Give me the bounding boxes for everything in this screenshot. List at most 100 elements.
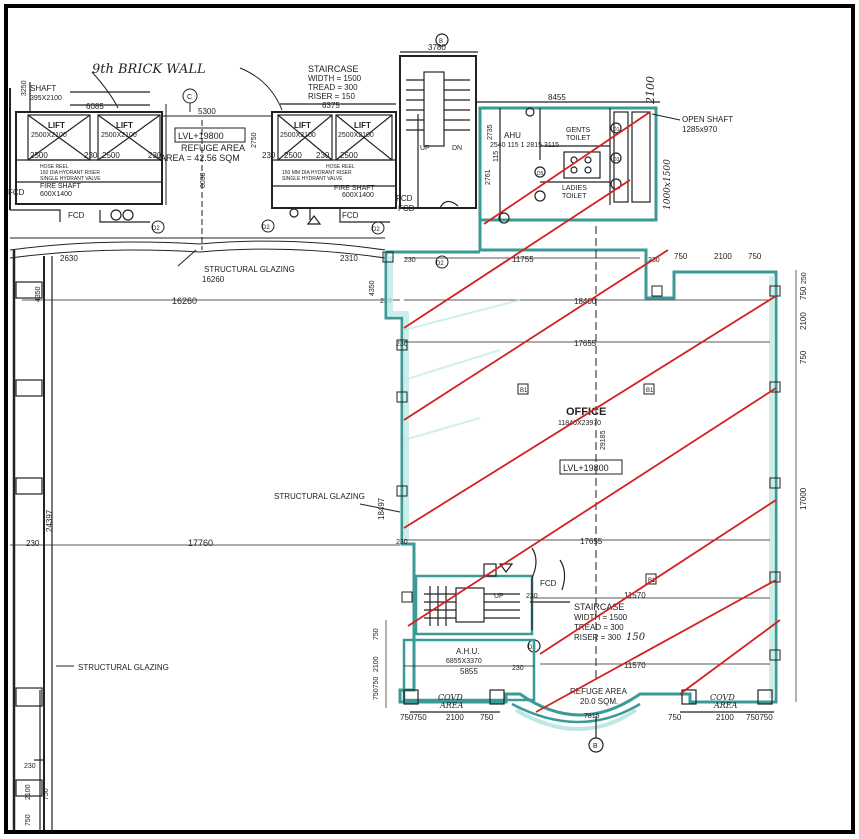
dim-17000: 17000 (799, 487, 808, 510)
dim-16260-a: 16260 (202, 275, 225, 284)
fire-shaft-label: FIRE SHAFT (40, 183, 82, 190)
dim-5855: 5855 (460, 667, 478, 676)
shaft-size: 395X2100 (30, 95, 62, 102)
dim-left-750-c: 750 (373, 628, 380, 640)
dim-230-h: 230 (648, 257, 660, 264)
dim-2750: 2750 (251, 132, 258, 148)
core-dims: 2540 115 1 2815 3115 (490, 142, 559, 149)
stair-bottom-title: STAIRCASE (574, 602, 624, 612)
dim-2310: 2310 (340, 254, 358, 263)
dim-11570-a: 11570 (624, 591, 646, 600)
dim-230-c: 230 (316, 151, 330, 160)
refuge-top-title: REFUGE AREA (181, 143, 245, 153)
dim-2761: 2761 (485, 169, 492, 185)
dim-2630: 2630 (60, 254, 78, 263)
grid-b-top: B (439, 39, 443, 45)
dim-left-750-b: 750 (25, 814, 32, 826)
ahu-bottom-title: A.H.U. (456, 647, 480, 656)
handnote-size: 1000x1500 (663, 159, 673, 210)
covd-right-1: COVD (710, 693, 735, 702)
lift-block-mid (271, 103, 419, 225)
refuge-top-level: LVL+19800 (178, 131, 224, 141)
dim-2500-c: 2500 (284, 151, 302, 160)
dim-8455: 8455 (548, 93, 566, 102)
lift-2-label: LIFT (116, 121, 133, 130)
refuge-bottom-area: 20.0 SQM. (580, 697, 618, 706)
page-border (4, 4, 855, 834)
dim-230-d: 230 (262, 151, 276, 160)
fcd-label-4: FCD (342, 211, 359, 220)
lift-3-size: 2500X2100 (280, 132, 316, 139)
dim-left-750750: 750750 (373, 677, 380, 700)
refuge-top-lines (162, 88, 272, 250)
riser-note: 150 DIA HYDRANT RISER (40, 170, 100, 176)
ahu-bottom-size: 6855X3370 (446, 658, 482, 665)
dim-2500-a: 2500 (30, 151, 48, 160)
door-tag-d2-b: D2 (372, 227, 380, 233)
dim-2735: 2735 (487, 124, 494, 140)
handnote-brick-wall: 9th BRICK WALL (92, 62, 206, 77)
glazing-mid-label: STRUCTURAL GLAZING (274, 492, 365, 501)
demolition-hatch (403, 111, 781, 713)
fire-shaft-label-2: FIRE SHAFT (334, 185, 376, 192)
handnote-2100: 2100 (644, 76, 657, 105)
dim-230-f: 230 (26, 539, 40, 548)
stair-top-riser: RISER = 150 (308, 92, 355, 101)
core-right (476, 101, 660, 224)
gents-label-2: TOILET (566, 135, 591, 142)
dim-230-k: 230 (526, 593, 538, 600)
dim-bottom-right-750750: 750750 (746, 713, 773, 722)
dim-7815: 7815 (584, 713, 600, 720)
stair-bottom (414, 547, 570, 653)
dim-2100-a: 2100 (714, 252, 732, 261)
stair-top (399, 33, 478, 209)
dim-115: 115 (493, 151, 500, 162)
dim-2100-r: 2100 (799, 312, 808, 330)
stair-bottom-riser: RISER = 300 (574, 633, 621, 642)
dim-230-l: 230 (512, 665, 524, 672)
lift-block-left (9, 82, 163, 223)
handnote-riser-150: 150 (626, 632, 646, 643)
dim-2500-d: 2500 (340, 151, 358, 160)
single-valve-note: SINGLE HYDRANT VALVE (40, 176, 101, 182)
handnote-arrows (91, 67, 283, 111)
covd-right-2: AREA (713, 701, 738, 710)
office-size: 11840X23970 (558, 420, 601, 427)
dim-bottom-left-2100: 2100 (446, 713, 464, 722)
door-tag-d2-a: D2 (262, 225, 270, 231)
glazing-top (9, 237, 386, 267)
stair-bottom-up: UP (494, 593, 504, 600)
dim-24397: 24397 (45, 509, 54, 532)
dim-bottom-left-750750: 750750 (400, 713, 427, 722)
dim-17760: 17760 (188, 538, 213, 548)
stair-top-title: STAIRCASE (308, 64, 358, 74)
ahu-bottom (402, 638, 536, 702)
single-valve-note-2: SINGLE HYDRANT VALVE (282, 176, 343, 182)
dim-6085: 6085 (86, 102, 104, 111)
dim-left-4350: 4350 (35, 286, 42, 302)
dim-2500-b: 2500 (102, 151, 120, 160)
dim-bottom-right-750: 750 (668, 713, 682, 722)
hose-reel-note: HOSE REEL (40, 164, 69, 170)
office-level: LVL+19800 (563, 463, 609, 473)
lift-3-label: LIFT (294, 121, 311, 130)
lift-1-size: 2500X2100 (31, 132, 67, 139)
dim-230-j: 230 (396, 539, 408, 546)
dim-left-750: 750 (43, 788, 50, 800)
lift-4-size: 2500X2100 (338, 132, 374, 139)
ladies-label: LADIES (562, 185, 587, 192)
col-b1-b: B1 (646, 388, 654, 394)
glazing-wash (403, 299, 521, 441)
fcd-label-3: FCD (396, 194, 413, 203)
dim-16260-b: 16260 (172, 296, 197, 306)
refuge-bottom-title: REFUGE AREA (570, 687, 628, 696)
open-shaft-size: 1285x970 (682, 125, 718, 134)
dim-11570-b: 11570 (624, 661, 646, 670)
dim-5300: 5300 (198, 107, 216, 116)
hose-reel-note-2: HOSE REEL (326, 164, 355, 170)
dim-750-r1: 750 (799, 286, 808, 300)
refuge-bottom (403, 689, 774, 753)
door-tag-d2-c: D2 (436, 261, 444, 267)
open-shaft-label: OPEN SHAFT (682, 115, 733, 124)
